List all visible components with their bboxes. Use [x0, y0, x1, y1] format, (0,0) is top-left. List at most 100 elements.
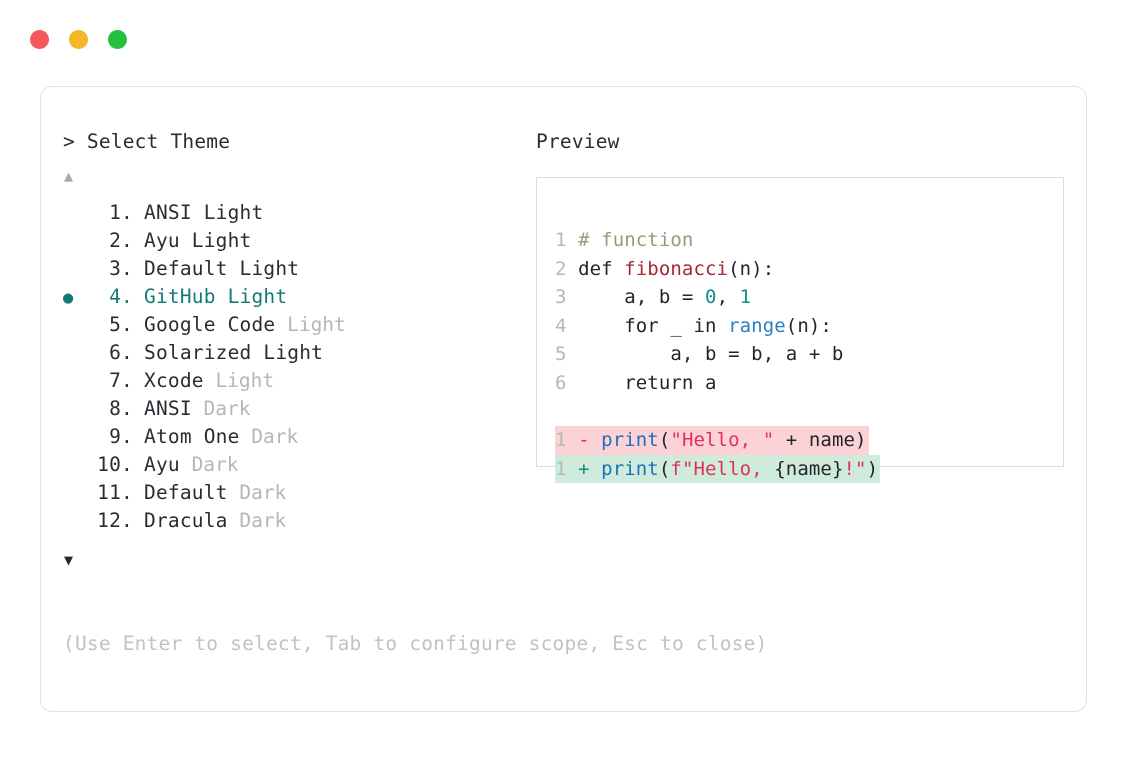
theme-item-variant: Dark: [227, 481, 287, 504]
theme-item-name: ANSI Light: [144, 201, 264, 224]
code-token: print: [601, 457, 659, 480]
code-token: for _ in: [578, 314, 729, 337]
theme-list-item[interactable]: 12. Dracula Dark: [63, 507, 533, 535]
line-number: 4: [555, 314, 579, 337]
code-token: (: [658, 429, 671, 452]
maximize-dot[interactable]: [108, 30, 127, 49]
line-number: 6: [555, 371, 579, 394]
theme-item-name: Atom One: [144, 425, 240, 448]
theme-item-number: 11.: [97, 481, 133, 504]
code-token: + name): [774, 429, 867, 452]
theme-item-number: 5.: [97, 313, 133, 336]
theme-item-number: 8.: [97, 397, 133, 420]
code-blank-line: [555, 398, 1063, 427]
theme-item-name: GitHub Light: [144, 285, 288, 308]
theme-list-item[interactable]: 5. Google Code Light: [63, 311, 533, 339]
code-token: range: [728, 314, 786, 337]
theme-item-variant: Dark: [227, 509, 287, 532]
theme-list-item[interactable]: ● 4. GitHub Light: [63, 283, 533, 311]
diff-removed-line: 1 - print("Hello, " + name): [555, 426, 869, 455]
window-titlebar: [30, 30, 127, 49]
code-token: (n):: [728, 257, 775, 280]
theme-item-name: Solarized Light: [144, 341, 324, 364]
theme-item-name: Ayu Light: [144, 229, 252, 252]
theme-list-item[interactable]: 8. ANSI Dark: [63, 395, 533, 423]
code-token: return a: [578, 371, 717, 394]
code-token: (n):: [785, 314, 832, 337]
selected-bullet-icon: ●: [63, 288, 74, 308]
code-token: f"Hello,: [670, 457, 775, 480]
theme-item-number: 2.: [97, 229, 133, 252]
theme-item-name: Ayu: [144, 453, 180, 476]
line-number: 2: [555, 257, 579, 280]
theme-item-name: Google Code: [144, 313, 276, 336]
code-token: a, b =: [578, 286, 706, 309]
line-number: 5: [555, 343, 579, 366]
diff-plus-sign: +: [578, 457, 602, 480]
line-number: 1: [555, 457, 579, 480]
theme-item-number: 1.: [97, 201, 133, 224]
code-token: print: [601, 429, 659, 452]
theme-item-variant: Dark: [191, 397, 251, 420]
theme-item-number: 10.: [97, 453, 133, 476]
theme-item-number: 6.: [97, 341, 133, 364]
code-line: 6 return a: [555, 369, 1063, 398]
theme-item-name: Default Light: [144, 257, 300, 280]
code-line: 2 def fibonacci(n):: [555, 255, 1063, 284]
code-token: fibonacci: [624, 257, 729, 280]
code-token: 1: [739, 286, 752, 309]
theme-list-item[interactable]: 6. Solarized Light: [63, 339, 533, 367]
theme-item-name: ANSI: [144, 397, 192, 420]
theme-item-name: Default: [144, 481, 228, 504]
theme-item-number: 4.: [97, 285, 133, 308]
diff-line-row: 1 + print(f"Hello, {name}!"): [555, 454, 1063, 484]
code-token: (: [658, 457, 671, 480]
theme-item-number: 12.: [97, 509, 133, 532]
code-token: "Hello, ": [670, 429, 775, 452]
theme-item-number: 9.: [97, 425, 133, 448]
theme-list-item[interactable]: 1. ANSI Light: [63, 199, 533, 227]
line-number: 3: [555, 286, 579, 309]
close-dot[interactable]: [30, 30, 49, 49]
theme-item-variant: Dark: [239, 425, 299, 448]
code-token: a, b = b, a + b: [578, 343, 844, 366]
minimize-dot[interactable]: [69, 30, 88, 49]
theme-list-item[interactable]: 9. Atom One Dark: [63, 423, 533, 451]
line-number: 1: [555, 229, 579, 251]
theme-item-number: 3.: [97, 257, 133, 280]
code-line: 5 a, b = b, a + b: [555, 340, 1063, 369]
preview-title: Preview: [536, 130, 620, 153]
code-token: !": [843, 457, 867, 480]
theme-list-item[interactable]: 2. Ayu Light: [63, 227, 533, 255]
theme-selector-pane: > Select Theme ▲ 1.ANSI Light 2.Ayu Ligh…: [63, 131, 533, 570]
theme-item-name: Xcode: [144, 369, 204, 392]
theme-item-name: Dracula: [144, 509, 228, 532]
scroll-down-icon[interactable]: ▼: [64, 551, 74, 569]
theme-list-item[interactable]: 10. Ayu Dark: [63, 451, 533, 479]
theme-picker-card: > Select Theme ▲ 1.ANSI Light 2.Ayu Ligh…: [40, 86, 1087, 712]
code-token: # function: [578, 229, 694, 251]
preview-pane-header: Preview: [536, 131, 1066, 153]
theme-item-number: 7.: [97, 369, 133, 392]
code-token: {name}: [774, 457, 844, 480]
code-token: 0: [705, 286, 717, 309]
theme-list-item[interactable]: 7. Xcode Light: [63, 367, 533, 395]
theme-list-item[interactable]: 11. Default Dark: [63, 479, 533, 507]
code-line: 4 for _ in range(n):: [555, 312, 1063, 341]
theme-item-variant: Dark: [179, 453, 239, 476]
diff-minus-sign: -: [578, 429, 602, 452]
theme-item-variant: Light: [275, 313, 346, 336]
keyboard-hint: (Use Enter to select, Tab to configure s…: [63, 632, 768, 655]
diff-added-line: 1 + print(f"Hello, {name}!"): [555, 454, 881, 484]
line-number: 1: [555, 429, 579, 452]
theme-list-item[interactable]: 3. Default Light: [63, 255, 533, 283]
code-token: ): [866, 457, 879, 480]
theme-item-variant: Light: [203, 369, 275, 392]
scroll-up-icon[interactable]: ▲: [64, 167, 74, 185]
code-token: def: [578, 257, 625, 280]
code-line: 3 a, b = 0, 1: [555, 283, 1063, 312]
code-token: ,: [716, 286, 740, 309]
theme-list: 1. ANSI Light 2. Ayu Light 3. Default Light…: [63, 199, 533, 535]
